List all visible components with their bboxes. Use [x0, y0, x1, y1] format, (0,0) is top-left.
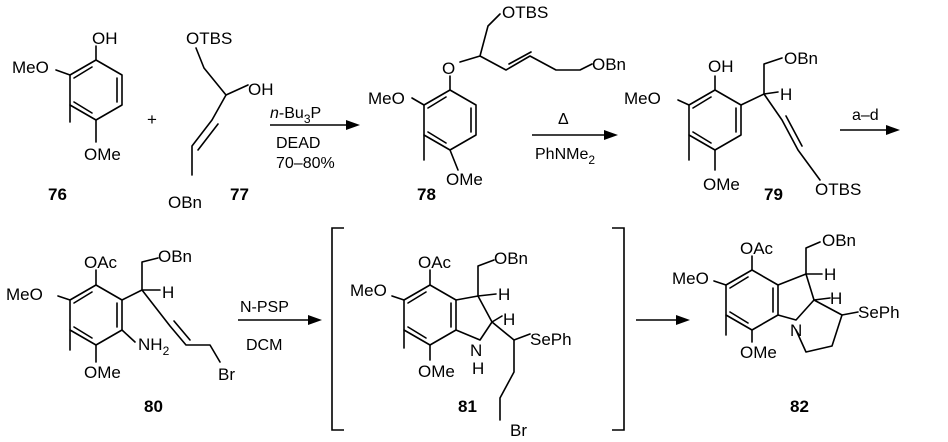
otbs-label: OTBS: [815, 180, 861, 199]
oh-label: OH: [92, 29, 118, 48]
h-label: H: [503, 310, 515, 329]
ome-label: OMe: [84, 363, 121, 382]
otbs-label: OTBS: [186, 29, 232, 48]
oh-label: OH: [708, 57, 734, 76]
meo-label: MeO: [624, 89, 661, 108]
compound-number: 82: [790, 397, 809, 416]
compound-81: OAc OBn H H MeO SePh N H OMe Br 81: [350, 249, 572, 440]
reagent-label: a–d: [852, 107, 879, 124]
plus-sign: +: [147, 110, 157, 129]
ome-label: OMe: [740, 343, 777, 362]
compound-number: 80: [144, 397, 163, 416]
br-label: Br: [218, 365, 235, 384]
h-label: H: [162, 283, 174, 302]
reagent-label: PhNMe2: [535, 146, 595, 167]
reaction-arrow-5: [636, 315, 690, 325]
nh-n-label: N: [470, 341, 482, 360]
solvent-label: DCM: [246, 337, 282, 354]
h-label: H: [780, 85, 792, 104]
oac-label: OAc: [418, 253, 452, 272]
seph-label: SePh: [530, 330, 572, 349]
meo-label: MeO: [350, 281, 387, 300]
compound-82: OAc OBn H H MeO N SePh OMe 82: [672, 231, 900, 416]
h-label: H: [824, 265, 836, 284]
ome-label: OMe: [418, 362, 455, 381]
n-label: N: [790, 321, 802, 340]
oac-label: OAc: [84, 253, 118, 272]
h-label: H: [498, 285, 510, 304]
ome-label: OMe: [703, 175, 740, 194]
compound-number: 79: [764, 185, 783, 204]
yield-label: 70–80%: [276, 155, 335, 172]
meo-label: MeO: [12, 58, 49, 77]
obn-label: OBn: [592, 55, 626, 74]
reagent-label: DEAD: [276, 135, 320, 152]
compound-number: 78: [417, 185, 436, 204]
reagent-label: N-PSP: [240, 299, 289, 316]
ome-label: OMe: [84, 145, 121, 164]
meo-label: MeO: [368, 89, 405, 108]
obn-label: OBn: [822, 231, 856, 250]
compound-number: 76: [48, 185, 67, 204]
amine-label: NH2: [138, 335, 170, 358]
compound-79: OH OBn H MeO OMe OTBS 79: [624, 49, 861, 204]
reaction-arrow-3: a–d: [840, 107, 900, 135]
compound-77: OTBS OH OBn 77: [168, 29, 274, 212]
br-label: Br: [510, 421, 527, 440]
nh-h-label: H: [472, 359, 484, 378]
compound-number: 81: [458, 397, 477, 416]
compound-number: 77: [230, 185, 249, 204]
reagent-label: n-Bu3P: [270, 105, 321, 126]
o-label: O: [442, 59, 455, 78]
seph-label: SePh: [858, 303, 900, 322]
reaction-arrow-2: Δ PhNMe2: [532, 111, 618, 167]
ome-label: OMe: [446, 170, 483, 189]
meo-label: MeO: [672, 269, 709, 288]
oac-label: OAc: [740, 239, 774, 258]
left-bracket: [331, 227, 344, 431]
oh-label: OH: [248, 80, 274, 99]
obn-label: OBn: [168, 193, 202, 212]
obn-label: OBn: [158, 247, 192, 266]
heat-symbol: Δ: [558, 111, 569, 128]
obn-label: OBn: [784, 49, 818, 68]
compound-76: OH MeO OMe 76: [12, 29, 123, 204]
reaction-arrow-4: N-PSP DCM: [238, 299, 322, 354]
compound-80: OAc OBn H MeO NH2 OMe Br 80: [6, 247, 235, 416]
right-bracket: [612, 227, 625, 431]
otbs-label: OTBS: [502, 3, 548, 22]
compound-78: O OTBS OBn MeO OMe 78: [368, 3, 626, 204]
reaction-arrow-1: n-Bu3P DEAD 70–80%: [270, 105, 360, 172]
meo-label: MeO: [6, 285, 43, 304]
obn-label: OBn: [494, 249, 528, 268]
h-label: H: [830, 289, 842, 308]
